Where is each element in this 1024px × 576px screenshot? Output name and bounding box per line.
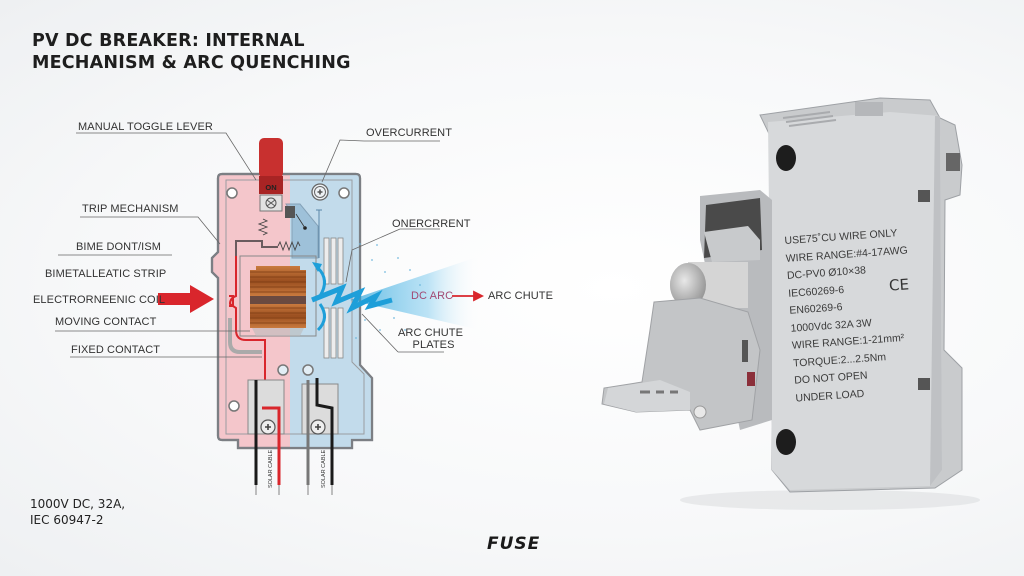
label-arc-chute: ARC CHUTE <box>488 290 554 302</box>
title-line-2: MECHANISM & ARC QUENCHING <box>32 53 351 73</box>
arc-chute-plates <box>323 237 344 359</box>
label-dc-arc: DC ARC <box>411 290 454 302</box>
cable-label-right: SOLAR CABLE <box>321 449 327 488</box>
arc-chute-arrow-icon <box>452 290 485 302</box>
leader-lines <box>55 132 444 358</box>
din-clip-slot <box>918 378 930 390</box>
spec-line-2: IEC 60947-2 <box>30 513 104 527</box>
status-indicator <box>747 372 755 386</box>
label-electromagnetic-coil: ELECTRORNEENIC COIL <box>33 294 166 306</box>
mount-hole <box>277 364 289 376</box>
title-line-1: PV DC BREAKER: INTERNAL <box>32 31 305 51</box>
mount-hole <box>302 364 314 376</box>
trip-mechanism <box>235 203 322 288</box>
label-trip-mechanism: TRIP MECHANISM <box>82 203 179 215</box>
label-arc-chute-plates-line1: ARC CHUTE <box>398 327 464 339</box>
ce-mark-icon: CE <box>888 275 910 295</box>
screw-icon <box>311 183 329 201</box>
current-arrow-icon <box>158 285 214 313</box>
label-moving-contact: MOVING CONTACT <box>55 316 157 328</box>
label-bime-contism: BIME DONT/ISM <box>76 241 162 253</box>
label-arc-chute-plates: ARC CHUTE PLATES <box>398 327 463 351</box>
solar-cables <box>254 378 334 495</box>
label-overcurrent-top: OVERCURRENT <box>366 127 453 139</box>
din-clip-slot <box>918 190 930 202</box>
brand-logo: FUSE <box>487 534 541 554</box>
label-fixed-contact: FIXED CONTACT <box>71 344 161 356</box>
label-overcurrent-mid: ONERCRRENT <box>392 218 471 230</box>
page-title: PV DC BREAKER: INTERNAL MECHANISM & ARC … <box>32 30 351 74</box>
spec-line-1: 1000V DC, 32A, <box>30 497 126 511</box>
toggle-lever <box>259 138 283 212</box>
terminal-screw-hole <box>776 145 796 171</box>
spec-text: 1000V DC, 32A, IEC 60947-2 <box>30 496 125 528</box>
toggle-state-label: ON <box>265 183 276 192</box>
label-arc-chute-plates-line2: PLATES <box>412 339 455 351</box>
electromagnetic-coil <box>239 255 317 337</box>
cable-label-left: SOLAR CABLE <box>268 449 274 488</box>
mount-hole <box>228 400 240 412</box>
product-label: USE75˚CU WIRE ONLY WIRE RANGE:#4-17AWG D… <box>784 223 946 408</box>
din-clip-slot <box>946 153 960 171</box>
label-bimetallic-strip: BIMETALLEATIC STRIP <box>45 268 167 280</box>
mount-hole <box>226 187 238 199</box>
mount-hole <box>338 187 350 199</box>
label-manual-toggle-lever: MANUAL TOGGLE LEVER <box>78 121 213 133</box>
dc-arc <box>311 256 480 332</box>
terminal-screw-hole <box>776 429 796 455</box>
arc-particles <box>355 243 421 339</box>
